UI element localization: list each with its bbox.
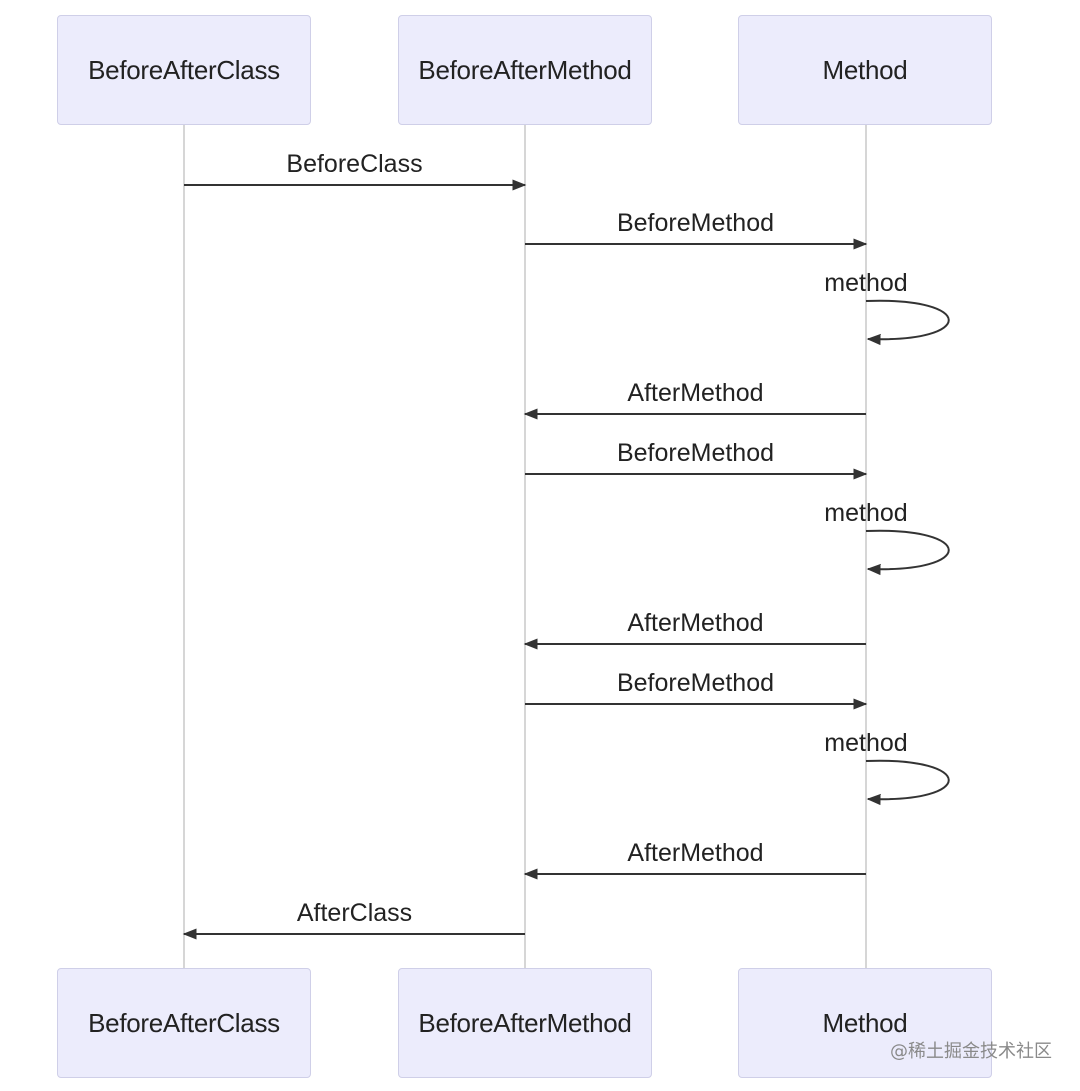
message-label: method (824, 499, 907, 527)
message-label: BeforeClass (286, 150, 422, 178)
self-message-arrow (865, 529, 950, 576)
message-7: AfterMethod (523, 609, 866, 650)
actor-bottom-method: Method (738, 968, 992, 1078)
message-4: AfterMethod (523, 379, 866, 420)
message-3: method (824, 269, 950, 346)
watermark-text: @稀土掘金技术社区 (890, 1041, 1052, 1062)
actor-top-method: Method (738, 15, 992, 125)
message-label: AfterMethod (627, 839, 763, 867)
message-5: BeforeMethod (525, 439, 868, 480)
message-11: AfterClass (182, 899, 525, 940)
message-label: method (824, 729, 907, 757)
message-10: AfterMethod (523, 839, 866, 880)
message-2: BeforeMethod (525, 209, 868, 250)
self-message-arrow (865, 299, 950, 346)
actor-bottom-beforeafterclass: BeforeAfterClass (57, 968, 311, 1078)
message-9: method (824, 729, 950, 806)
actor-top-beforeaftermethod: BeforeAfterMethod (398, 15, 652, 125)
message-label: AfterMethod (627, 379, 763, 407)
self-message-arrow (865, 759, 950, 806)
actor-bottom-beforeaftermethod: BeforeAfterMethod (398, 968, 652, 1078)
message-label: BeforeMethod (617, 669, 774, 697)
actor-top-beforeafterclass: BeforeAfterClass (57, 15, 311, 125)
message-label: BeforeMethod (617, 439, 774, 467)
message-label: method (824, 269, 907, 297)
message-8: BeforeMethod (525, 669, 868, 710)
message-1: BeforeClass (184, 150, 527, 191)
message-label: AfterMethod (627, 609, 763, 637)
message-6: method (824, 499, 950, 576)
message-label: AfterClass (297, 899, 412, 927)
message-label: BeforeMethod (617, 209, 774, 237)
